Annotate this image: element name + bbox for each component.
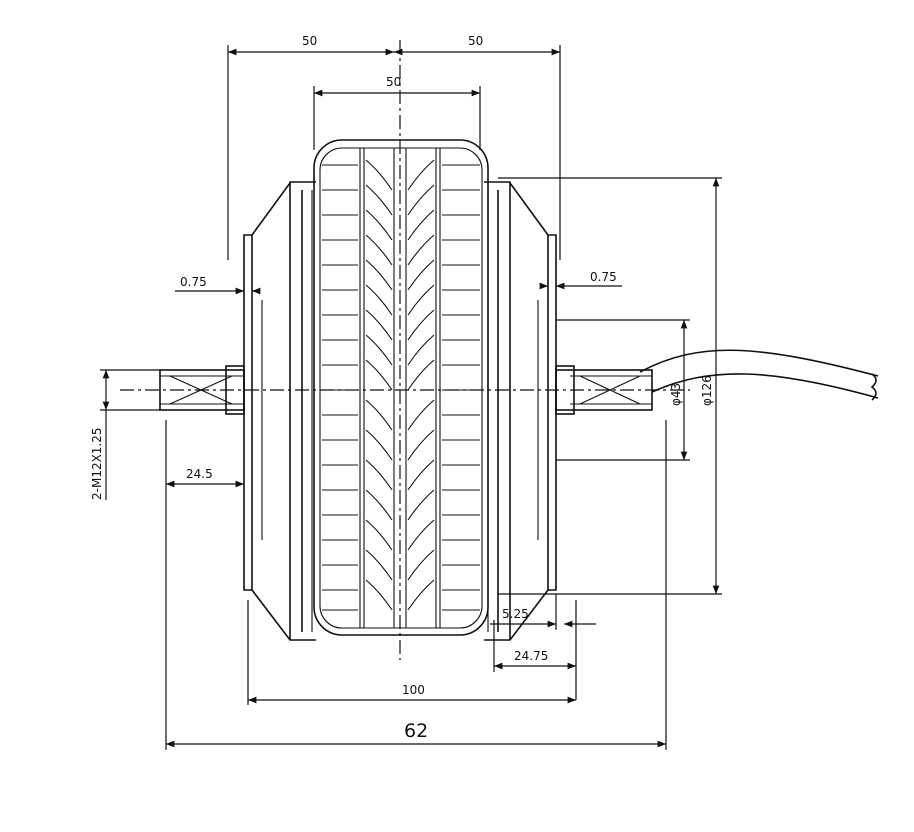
label-left-axle: 24.5	[186, 467, 213, 481]
label-overall-width: 62	[404, 720, 428, 742]
label-top-right-width: 50	[468, 34, 483, 48]
label-thread: 2-M12X1.25	[90, 427, 104, 500]
tire	[313, 139, 489, 636]
label-right-gap: 0.75	[590, 270, 617, 284]
label-5-25: 5.25	[502, 607, 529, 621]
dimension-lines	[100, 45, 722, 750]
cable	[639, 349, 879, 401]
label-tire-width: 50	[386, 75, 401, 89]
label-hub-width: 100	[402, 683, 425, 697]
label-diameter-43: φ43	[669, 383, 683, 406]
label-24-75: 24.75	[514, 649, 548, 663]
label-top-left-width: 50	[302, 34, 317, 48]
label-diameter-126: φ126	[700, 375, 714, 406]
label-left-gap: 0.75	[180, 275, 207, 289]
